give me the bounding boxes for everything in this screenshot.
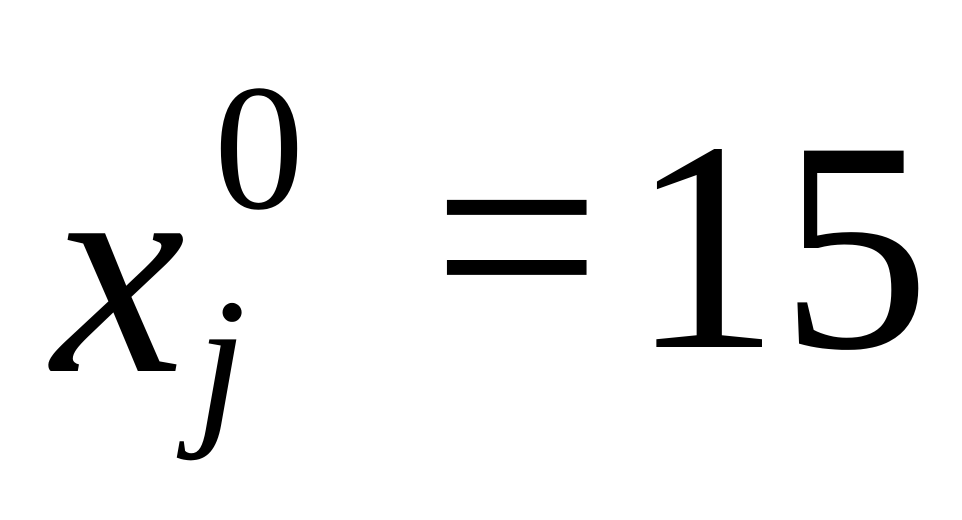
superscript-index: 0 [214, 48, 304, 247]
subscript-index: j [196, 262, 247, 461]
equals-sign: = [432, 70, 602, 402]
value: 15 [630, 80, 930, 412]
variable-symbol: x [52, 104, 186, 436]
